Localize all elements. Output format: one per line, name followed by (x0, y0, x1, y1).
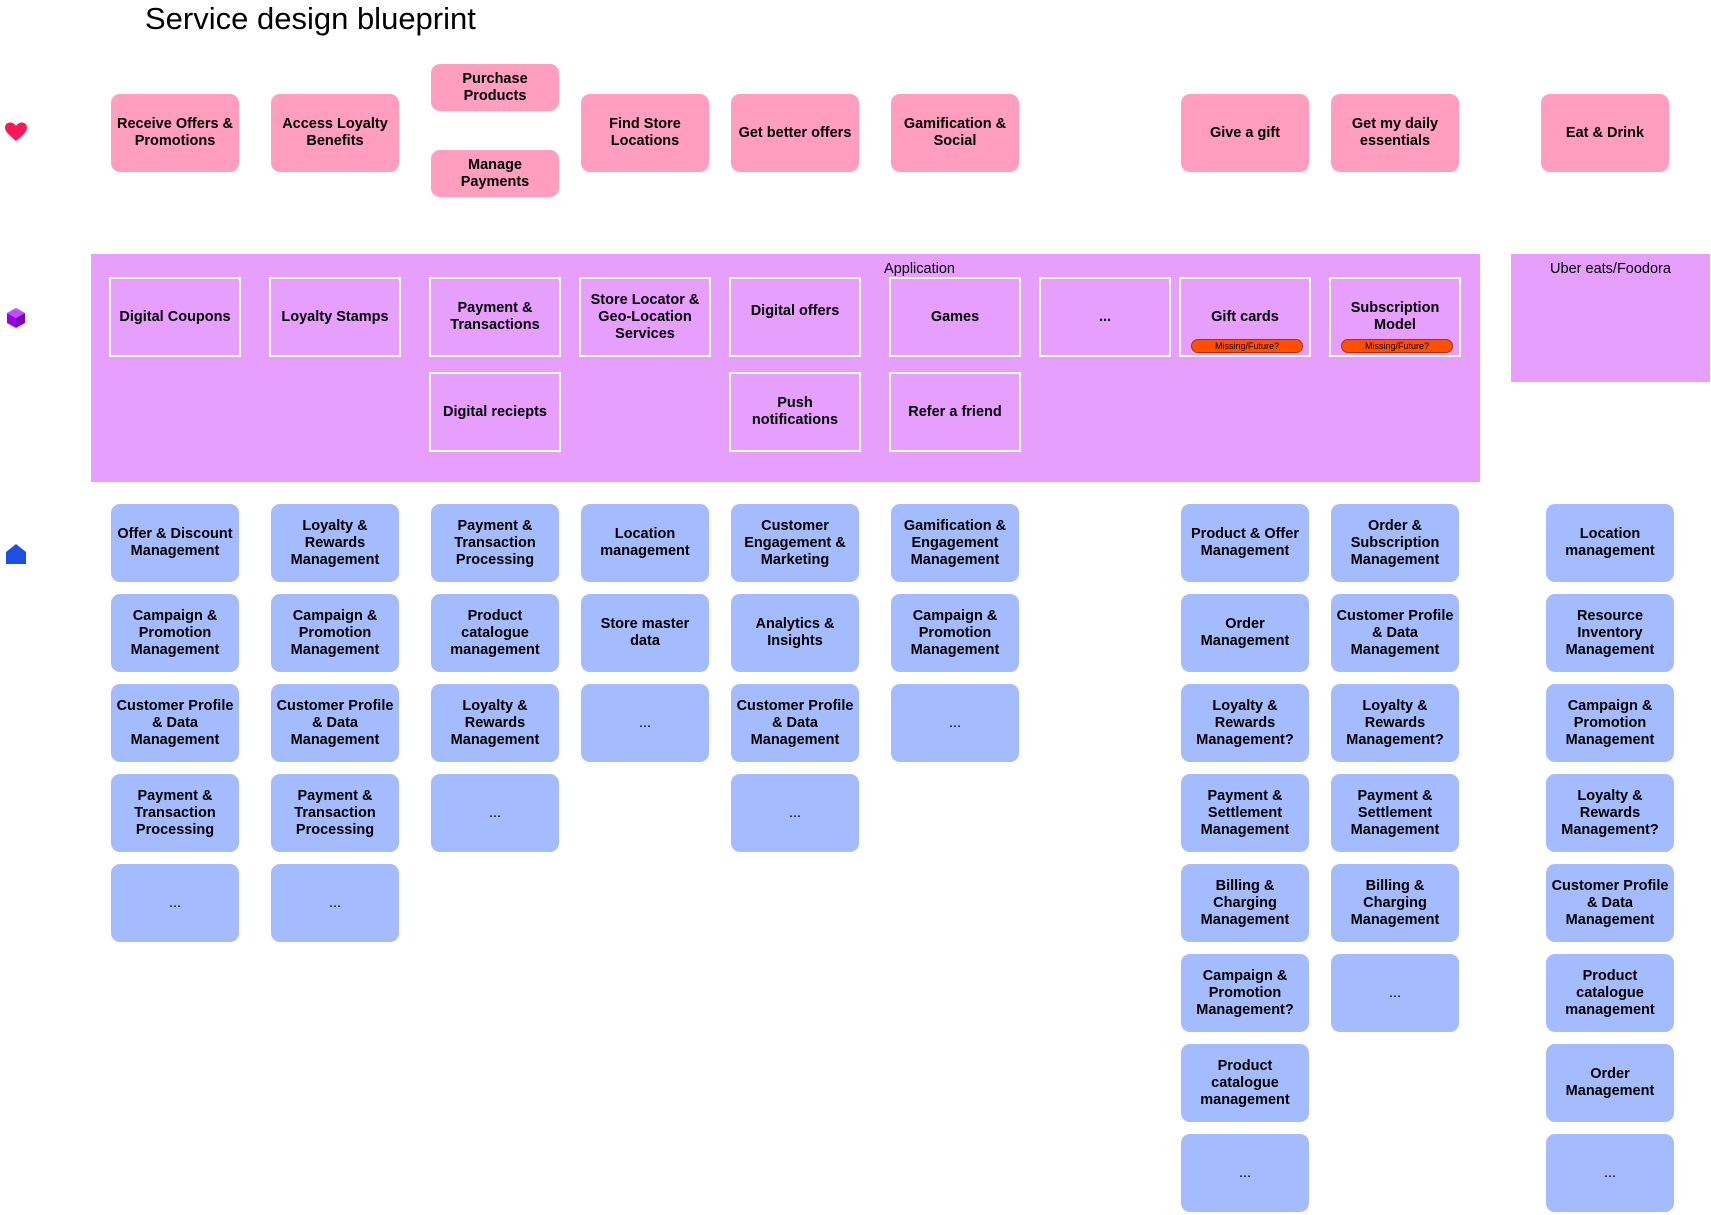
capability-card: Store master data (581, 594, 709, 672)
capability-card: Order Management (1181, 594, 1309, 672)
heart-icon (5, 122, 27, 141)
external-band: Uber eats/Foodora (1511, 254, 1710, 382)
feature-box: Refer a friend (889, 372, 1021, 452)
capability-card: ... (271, 864, 399, 942)
capability-card: Payment & Transaction Processing (431, 504, 559, 582)
feature-box: Digital reciepts (429, 372, 561, 452)
capability-card: Loyalty & Rewards Management? (1181, 684, 1309, 762)
feature-box: Payment & Transactions (429, 277, 561, 357)
feature-box: Loyalty Stamps (269, 277, 401, 357)
capability-card: Order & Subscription Management (1331, 504, 1459, 582)
band-label: Uber eats/Foodora (1550, 261, 1671, 277)
missing-future-badge: Missing/Future? (1191, 339, 1303, 353)
goal-card: Eat & Drink (1541, 94, 1669, 172)
capability-card: Offer & Discount Management (111, 504, 239, 582)
capability-card: Campaign & Promotion Management (271, 594, 399, 672)
feature-label: Refer a friend (908, 403, 1002, 420)
band-label: Application (884, 261, 955, 277)
capability-card: ... (1181, 1134, 1309, 1212)
goal-card: Receive Offers & Promotions (111, 94, 239, 172)
feature-label: Payment & Transactions (450, 300, 540, 333)
cube-icon (7, 308, 25, 328)
feature-label: Push notifications (751, 395, 839, 428)
feature-label: Gift cards (1211, 308, 1279, 325)
missing-future-badge: Missing/Future? (1341, 339, 1453, 353)
feature-label: Digital reciepts (443, 403, 547, 420)
capability-card: Payment & Transaction Processing (111, 774, 239, 852)
capability-card: Product & Offer Management (1181, 504, 1309, 582)
capability-card: Customer Profile & Data Management (1546, 864, 1674, 942)
capability-card: Campaign & Promotion Management (891, 594, 1019, 672)
capability-card: Loyalty & Rewards Management? (1546, 774, 1674, 852)
goal-card: Manage Payments (431, 150, 559, 197)
capability-card: Campaign & Promotion Management (1546, 684, 1674, 762)
feature-box: Store Locator & Geo-Location Services (579, 277, 711, 357)
capability-card: Customer Engagement & Marketing (731, 504, 859, 582)
goal-card: Find Store Locations (581, 94, 709, 172)
capability-card: Billing & Charging Management (1181, 864, 1309, 942)
goal-card: Give a gift (1181, 94, 1309, 172)
capability-card: Location management (1546, 504, 1674, 582)
application-band: Application (91, 254, 1480, 482)
capability-card: Campaign & Promotion Management? (1181, 954, 1309, 1032)
capability-card: Campaign & Promotion Management (111, 594, 239, 672)
capability-card: Analytics & Insights (731, 594, 859, 672)
goal-card: Get my daily essentials (1331, 94, 1459, 172)
capability-card: Customer Profile & Data Management (1331, 594, 1459, 672)
capability-card: Product catalogue management (1546, 954, 1674, 1032)
feature-box: ... (1039, 277, 1171, 357)
capability-card: ... (581, 684, 709, 762)
feature-box: Games (889, 277, 1021, 357)
capability-card: Product catalogue management (1181, 1044, 1309, 1122)
capability-card: Loyalty & Rewards Management? (1331, 684, 1459, 762)
feature-label: Digital Coupons (119, 308, 231, 325)
capability-card: Loyalty & Rewards Management (431, 684, 559, 762)
goal-card: Purchase Products (431, 64, 559, 111)
capability-card: ... (111, 864, 239, 942)
capability-card: Loyalty & Rewards Management (271, 504, 399, 582)
capability-card: ... (891, 684, 1019, 762)
feature-box: Digital Coupons (109, 277, 241, 357)
feature-label: Digital offers (750, 303, 840, 319)
capability-card: Product catalogue management (431, 594, 559, 672)
capability-card: Customer Profile & Data Management (731, 684, 859, 762)
house-icon (6, 544, 26, 564)
feature-label: Store Locator & Geo-Location Services (590, 291, 700, 342)
capability-card: ... (431, 774, 559, 852)
capability-card: ... (1546, 1134, 1674, 1212)
capability-card: Customer Profile & Data Management (111, 684, 239, 762)
capability-card: ... (731, 774, 859, 852)
capability-card: Customer Profile & Data Management (271, 684, 399, 762)
feature-label: ... (1098, 308, 1112, 325)
capability-card: Location management (581, 504, 709, 582)
capability-card: Gamification & Engagement Management (891, 504, 1019, 582)
capability-card: Billing & Charging Management (1331, 864, 1459, 942)
capability-card: Payment & Settlement Management (1181, 774, 1309, 852)
capability-card: Order Management (1546, 1044, 1674, 1122)
capability-card: ... (1331, 954, 1459, 1032)
capability-card: Payment & Settlement Management (1331, 774, 1459, 852)
capability-card: Payment & Transaction Processing (271, 774, 399, 852)
feature-label: Games (930, 308, 980, 325)
feature-box: Gift cards Missing/Future? (1179, 277, 1311, 357)
feature-box: Digital offers (729, 277, 861, 357)
capability-card: Resource Inventory Management (1546, 594, 1674, 672)
feature-box: Subscription Model Missing/Future? (1329, 277, 1461, 357)
feature-label: Subscription Model (1350, 300, 1440, 333)
goal-card: Get better offers (731, 94, 859, 172)
feature-box: Push notifications (729, 372, 861, 452)
page-title: Service design blueprint (145, 1, 476, 36)
feature-label: Loyalty Stamps (281, 308, 389, 325)
goal-card: Access Loyalty Benefits (271, 94, 399, 172)
goal-card: Gamification & Social (891, 94, 1019, 172)
